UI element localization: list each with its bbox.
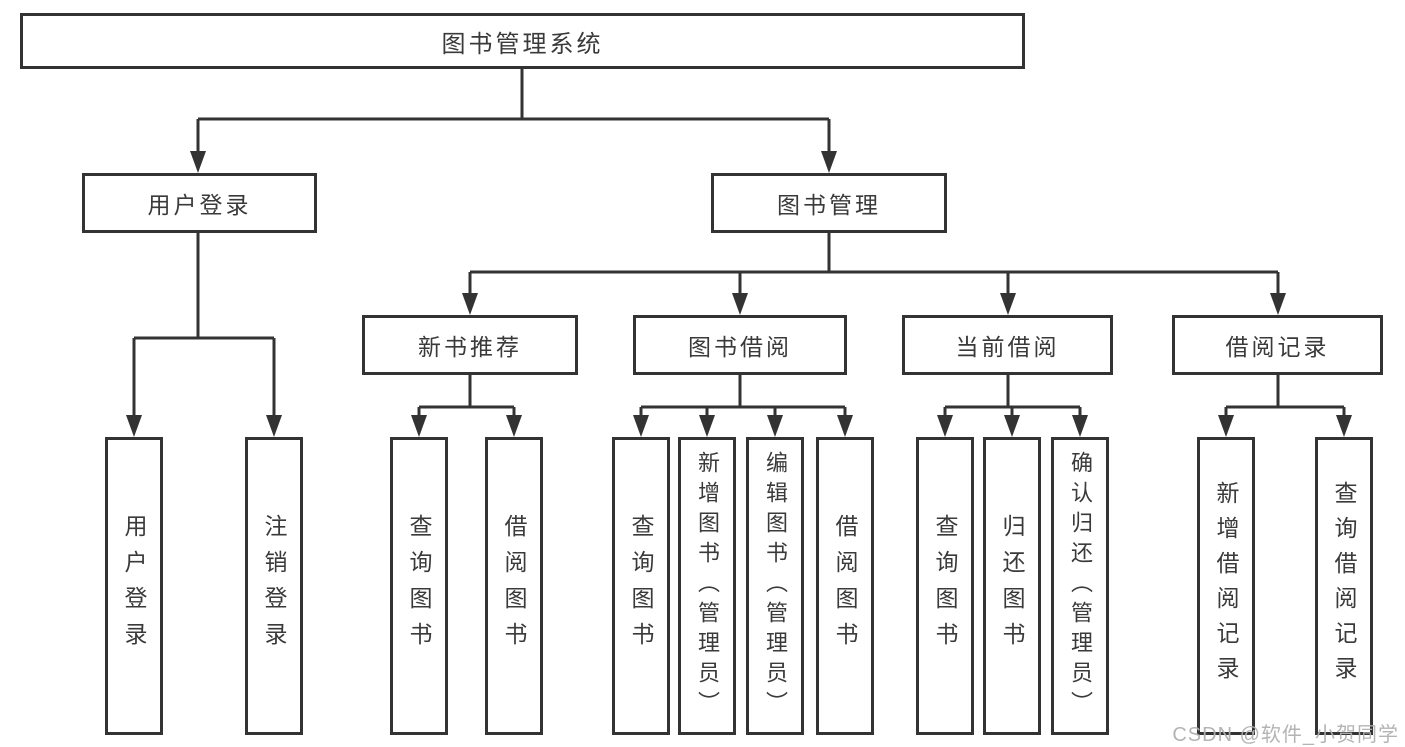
leaf-borrow-books-recommend: 借阅图书 bbox=[485, 437, 543, 735]
node-book-management: 图书管理 bbox=[711, 173, 947, 233]
leaf-search-books-borrow: 查询图书 bbox=[612, 437, 670, 735]
node-current-borrow: 当前借阅 bbox=[902, 315, 1113, 375]
leaf-search-books-recommend: 查询图书 bbox=[390, 437, 448, 735]
node-root: 图书管理系统 bbox=[20, 13, 1025, 69]
leaf-search-books-current: 查询图书 bbox=[916, 437, 974, 735]
leaf-return-books: 归还图书 bbox=[983, 437, 1041, 735]
leaf-logout: 注销登录 bbox=[245, 437, 303, 735]
node-book-borrow: 图书借阅 bbox=[633, 315, 847, 375]
node-borrow-records: 借阅记录 bbox=[1172, 315, 1383, 375]
leaf-edit-book-admin: 编辑图书（管理员） bbox=[746, 437, 804, 735]
leaf-search-borrow-record: 查询借阅记录 bbox=[1315, 437, 1373, 735]
node-new-book-recommend: 新书推荐 bbox=[362, 315, 578, 375]
watermark-text: CSDN @软件_小贺同学 bbox=[1172, 724, 1399, 746]
leaf-confirm-return-admin: 确认归还（管理员） bbox=[1051, 437, 1109, 735]
leaf-user-login: 用户登录 bbox=[105, 437, 163, 735]
leaf-add-book-admin: 新增图书（管理员） bbox=[678, 437, 736, 735]
leaf-add-borrow-record: 新增借阅记录 bbox=[1197, 437, 1255, 735]
arrowheads bbox=[126, 151, 1352, 437]
leaf-borrow-books: 借阅图书 bbox=[816, 437, 874, 735]
node-user-login: 用户登录 bbox=[82, 173, 317, 233]
